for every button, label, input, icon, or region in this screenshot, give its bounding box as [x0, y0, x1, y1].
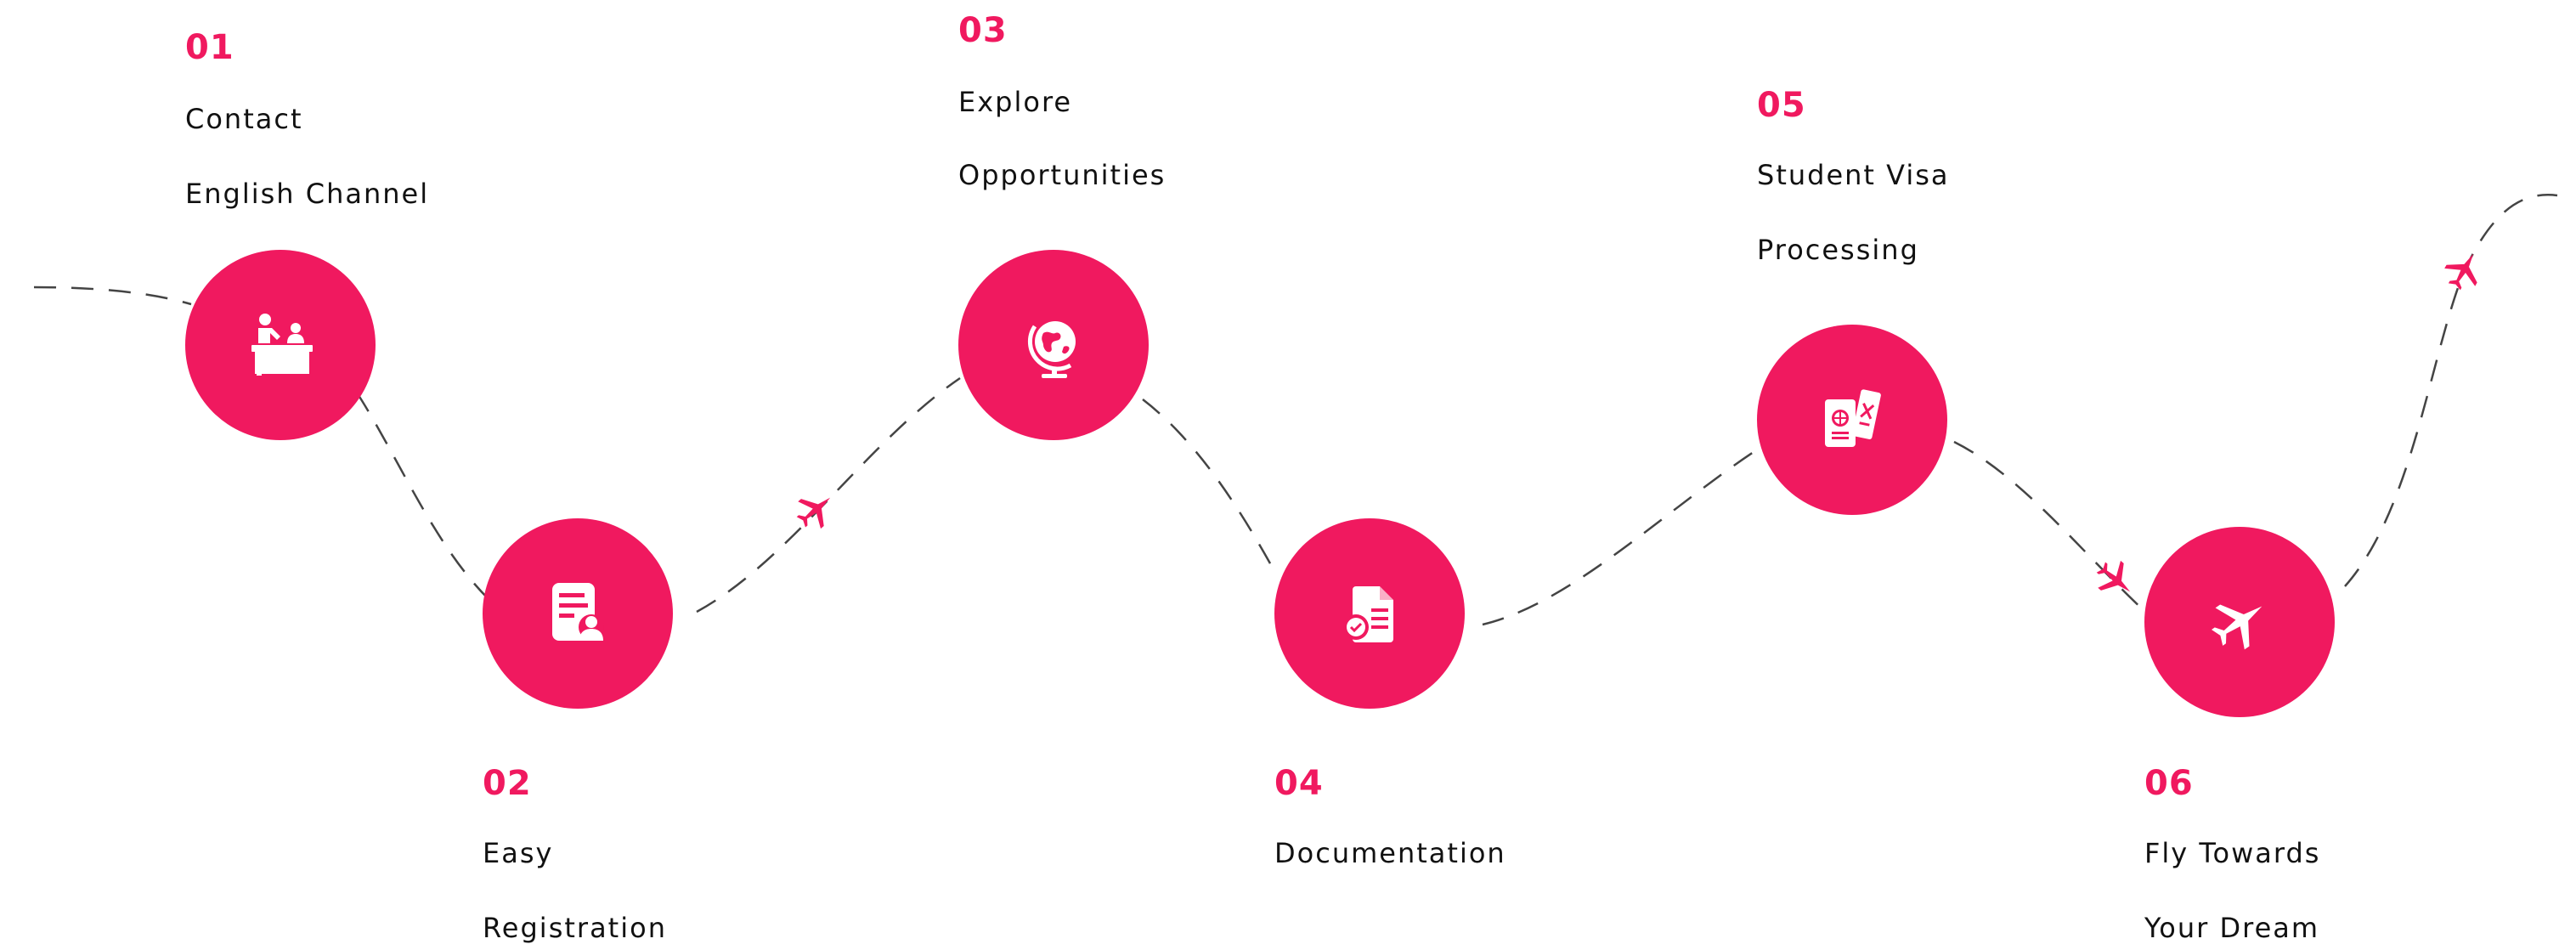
airplane-icon	[2212, 604, 2262, 650]
step-title-line-2: Registration	[483, 912, 667, 944]
step-6-circle	[2144, 527, 2335, 717]
step-title-line-1: Fly Towards	[2144, 837, 2321, 869]
reception-desk-icon	[251, 314, 313, 376]
step-number: 03	[958, 11, 1008, 50]
step-1-circle	[185, 250, 376, 440]
step-title-line-2: Opportunities	[958, 159, 1167, 191]
step-number: 04	[1274, 764, 1324, 803]
step-5-circle	[1757, 325, 1947, 515]
step-4-circle	[1274, 518, 1465, 709]
step-number: 01	[185, 28, 234, 67]
step-title-line-1: Contact	[185, 103, 303, 135]
step-title-line-2: Your Dream	[2144, 912, 2320, 944]
passport-ticket-icon	[1825, 389, 1881, 447]
step-number: 05	[1757, 86, 1806, 125]
approved-document-icon	[1343, 586, 1393, 642]
step-number: 02	[483, 764, 532, 803]
step-number: 06	[2144, 764, 2194, 803]
plane-marker-icon	[796, 497, 831, 529]
step-3-circle	[958, 250, 1149, 440]
step-title-line-1: Documentation	[1274, 837, 1506, 869]
globe-icon	[1027, 321, 1076, 378]
step-title-line-2: Processing	[1757, 234, 1919, 266]
step-title-line-1: Explore	[958, 86, 1073, 118]
step-title-line-1: Easy	[483, 837, 554, 869]
plane-marker-icon	[2096, 560, 2131, 592]
registration-document-user-icon	[552, 583, 604, 641]
step-title-line-2: English Channel	[185, 178, 430, 210]
plane-marker-icon	[2444, 253, 2477, 291]
step-2-circle	[483, 518, 673, 709]
step-title-line-1: Student Visa	[1757, 159, 1950, 191]
